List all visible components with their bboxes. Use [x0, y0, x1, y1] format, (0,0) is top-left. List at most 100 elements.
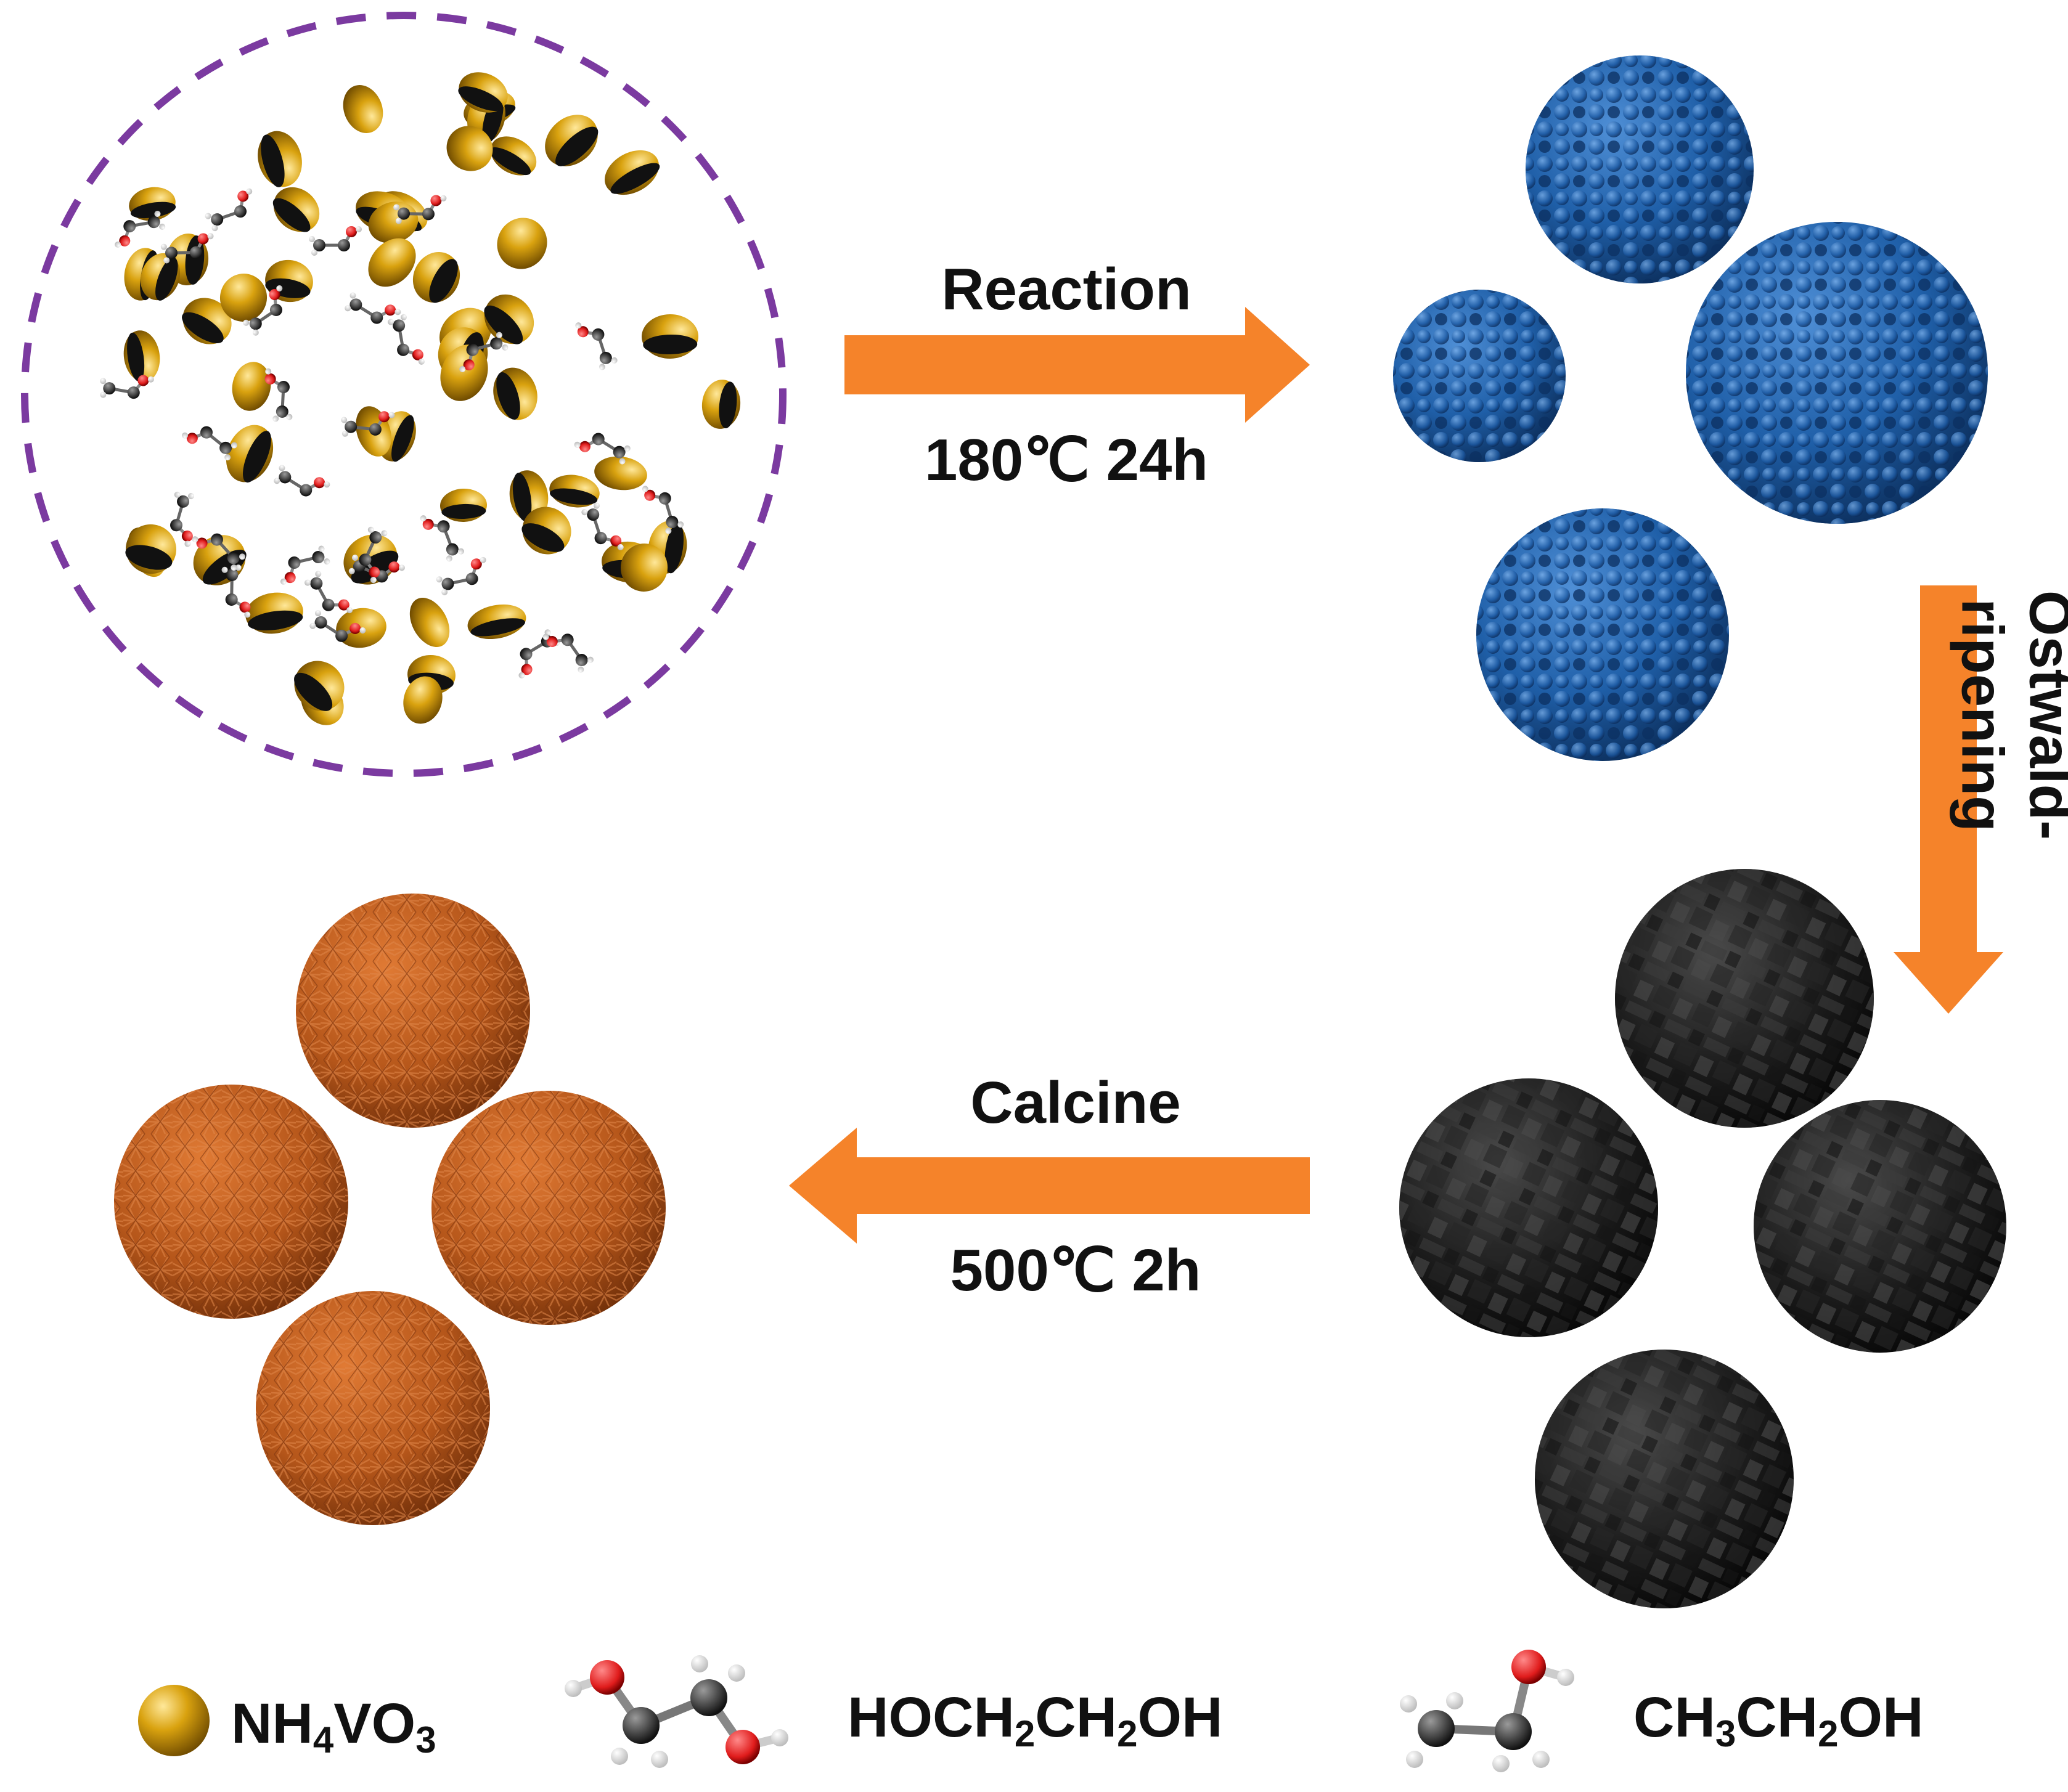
legend-ethanol-icon [1400, 1650, 1574, 1772]
solvent-molecule [575, 322, 618, 370]
legend-ethanol-s2: 2 [1818, 1713, 1839, 1754]
solvent-molecule [160, 233, 214, 264]
solvent-molecule [115, 210, 166, 248]
intermediate-spheres [1399, 869, 2006, 1608]
legend-nh4vo3-main: NH [231, 1692, 313, 1755]
nh4vo3-particle [232, 362, 271, 411]
nh4vo3-particle [642, 314, 698, 359]
legend-nh4vo3-sub1: 4 [313, 1719, 334, 1761]
blue-sphere-small [1393, 290, 1566, 462]
legend-ethanol-p3: OH [1838, 1686, 1924, 1749]
solvent-molecule [309, 226, 362, 256]
ostwald-label-line1: Ostwald- [2017, 590, 2068, 841]
solvent-molecule [192, 533, 245, 571]
nh4vo3-particle [226, 425, 274, 483]
legend-nh4vo3-mid: VO [333, 1692, 416, 1755]
legend-glycol-p2: CH [1035, 1686, 1118, 1749]
reaction-label: Reaction [941, 256, 1191, 322]
orange-sphere-bottom [256, 1291, 490, 1525]
black-sphere-left [1399, 1078, 1658, 1337]
nh4vo3-particle [605, 150, 660, 195]
solvent-molecule [542, 633, 594, 673]
nh4vo3-particle [489, 136, 537, 176]
nh4vo3-particle [182, 298, 232, 344]
nh4vo3-particle [409, 598, 450, 647]
blue-sphere-top [1526, 55, 1754, 283]
black-sphere-top [1615, 869, 1874, 1128]
solvent-molecule [581, 502, 624, 550]
nh4vo3-particle [549, 474, 600, 508]
solvent-molecule [181, 426, 237, 461]
legend-glycol-icon [565, 1655, 788, 1768]
solvent-molecule [309, 610, 366, 642]
solvent-molecule [359, 526, 388, 584]
nh4vo3-particle [265, 259, 313, 303]
nh4vo3-particle [545, 115, 599, 166]
solvent-molecule [345, 292, 401, 324]
legend-glycol-s1: 2 [1014, 1713, 1036, 1754]
precursor-solution [21, 12, 787, 777]
nh4vo3-particle [701, 380, 741, 429]
legend-ethanol: CH3CH2OH [1633, 1685, 1924, 1753]
nh4vo3-particle [258, 131, 302, 187]
legend-glycol-p1: HOCH [848, 1686, 1015, 1749]
nh4vo3-particle [343, 85, 383, 133]
solvent-molecule [436, 556, 486, 595]
solvent-molecule [205, 188, 253, 232]
legend-nh4vo3: NH4VO3 [231, 1692, 436, 1759]
legend-ethanol-s1: 3 [1715, 1713, 1736, 1754]
legend-nh4vo3-icon [138, 1685, 210, 1756]
legend-glycol-s2: 2 [1117, 1713, 1138, 1754]
nh4vo3-particle [403, 676, 443, 724]
ostwald-label-line2: ripening [1949, 598, 2015, 832]
solvent-molecule [420, 515, 464, 562]
solvent-molecule [280, 545, 330, 585]
nh4vo3-particle [594, 456, 647, 491]
solvent-molecule [264, 368, 293, 422]
orange-sphere-right [431, 1091, 666, 1325]
solvent-molecule [574, 433, 631, 465]
nh4vo3-particle [440, 488, 487, 523]
solvent-molecule [304, 571, 353, 614]
legend-glycol-p3: OH [1137, 1686, 1223, 1749]
legend-nh4vo3-sub2: 3 [415, 1719, 436, 1761]
calcine-arrow [789, 1128, 1310, 1244]
nh4vo3-particle [272, 187, 320, 232]
dashed-boundary [21, 12, 787, 777]
legend-glycol: HOCH2CH2OH [848, 1685, 1223, 1753]
legend-ethanol-p1: CH [1633, 1686, 1715, 1749]
solvent-molecule [221, 564, 251, 618]
nh4vo3-particle [140, 253, 181, 301]
blue-sphere-large [1686, 222, 1988, 524]
nh4vo3-particle [497, 218, 547, 269]
nh4vo3-particle [620, 544, 668, 592]
nh4vo3-particle [440, 344, 488, 401]
black-sphere-right [1754, 1100, 2006, 1353]
ostwald-arrow [1894, 585, 2003, 1014]
nh4vo3-particle [412, 251, 460, 303]
nh4vo3-particle [521, 507, 571, 555]
reaction-condition: 180℃ 24h [924, 427, 1209, 493]
orange-sphere-top [296, 894, 530, 1128]
orange-sphere-left [114, 1085, 348, 1319]
solvent-molecule [393, 195, 447, 224]
calcine-label: Calcine [970, 1070, 1181, 1136]
reaction-arrow [844, 307, 1310, 423]
nh4vo3-particle [368, 238, 416, 287]
solvent-molecule [387, 314, 425, 365]
black-sphere-bottom [1535, 1350, 1794, 1608]
solvent-molecule [274, 465, 330, 497]
solvent-molecule [642, 486, 684, 534]
blue-sphere-bottom [1476, 508, 1729, 761]
hydrothermal-spheres [1393, 55, 1988, 761]
legend-ethanol-p2: CH [1736, 1686, 1818, 1749]
solvent-molecule [243, 285, 283, 336]
solvent-molecule [518, 629, 560, 678]
nh4vo3-particle [219, 274, 268, 322]
nh4vo3-particle [245, 592, 303, 634]
nh4vo3-particle [484, 294, 534, 344]
nh4vo3-particle [493, 367, 537, 420]
calcined-spheres [114, 894, 666, 1525]
nh4vo3-particle [458, 72, 508, 113]
